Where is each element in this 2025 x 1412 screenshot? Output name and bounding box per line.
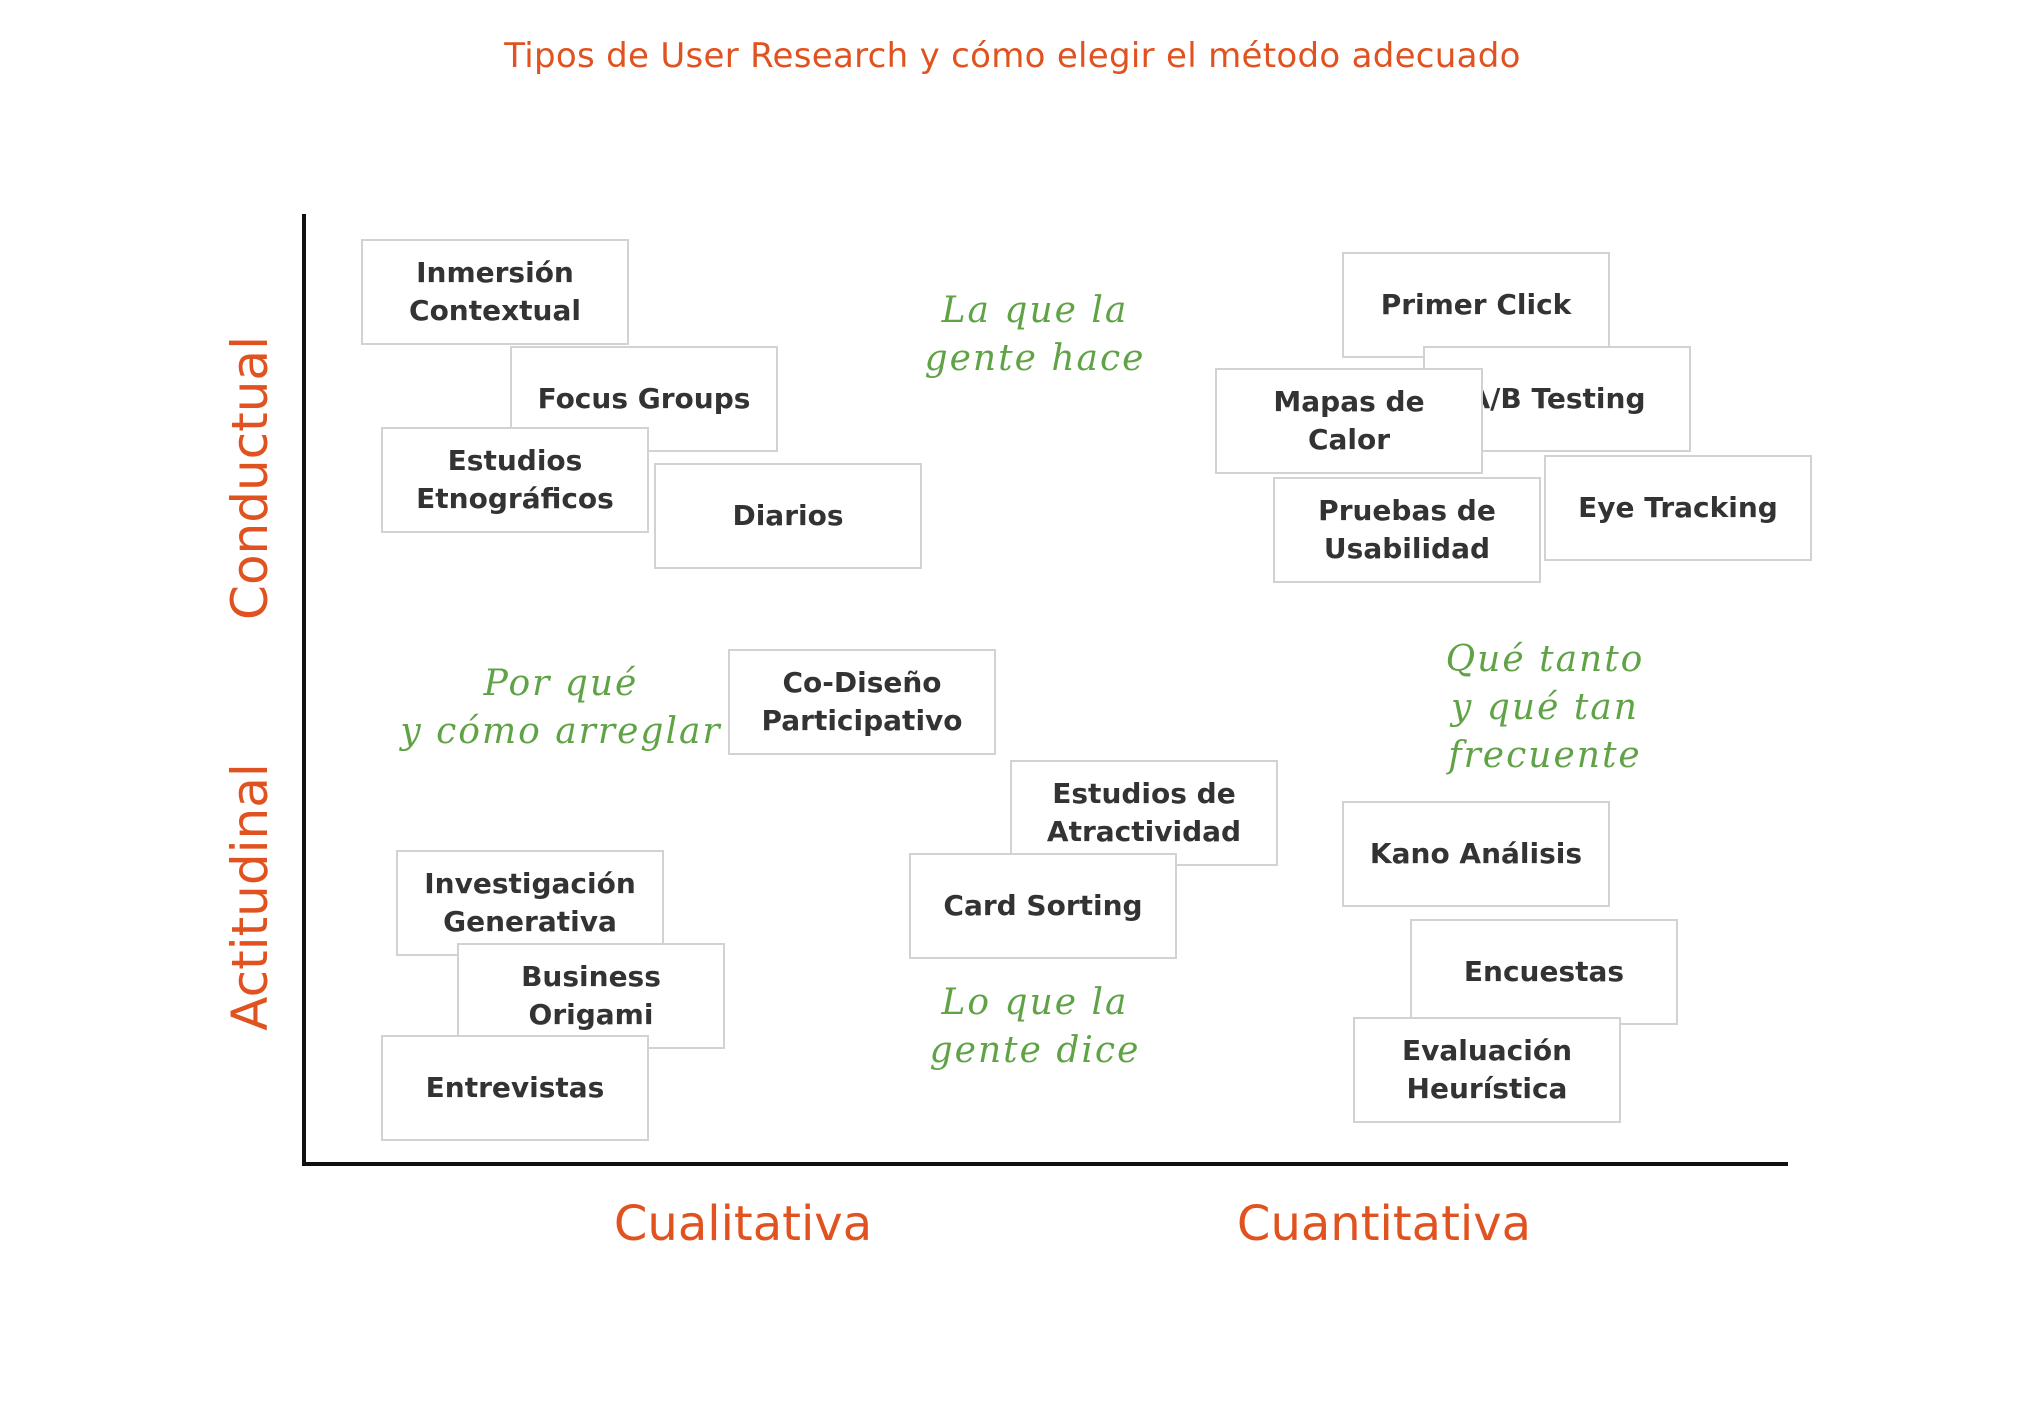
quadrant-note-la-que-la-gente-hace: La que la gente hace bbox=[924, 290, 1146, 379]
method-card-estudios-de-atractividad: Estudios de Atractividad bbox=[1010, 760, 1278, 866]
diagram-title: Tipos de User Research y cómo elegir el … bbox=[504, 36, 1521, 76]
x-axis-label-cuantitativa: Cuantitativa bbox=[1236, 1196, 1532, 1252]
method-card-kano-analisis: Kano Análisis bbox=[1342, 801, 1610, 907]
method-card-entrevistas: Entrevistas bbox=[381, 1035, 649, 1141]
method-card-business-origami: Business Origami bbox=[457, 943, 725, 1049]
method-card-estudios-etnograficos: Estudios Etnográficos bbox=[381, 427, 649, 533]
method-card-evaluacion-heuristica: Evaluación Heurística bbox=[1353, 1017, 1621, 1123]
method-card-pruebas-de-usabilidad: Pruebas de Usabilidad bbox=[1273, 477, 1541, 583]
quadrant-note-que-tanto-y-que-tan-frecuente: Qué tanto y qué tan frecuente bbox=[1445, 639, 1645, 776]
x-axis-line bbox=[302, 1162, 1788, 1166]
method-card-co-diseno-participativo: Co-Diseño Participativo bbox=[728, 649, 996, 755]
quadrant-note-por-que-y-como-arreglar: Por qué y cómo arreglar bbox=[400, 663, 722, 752]
y-axis-label-conductual: Conductual bbox=[221, 336, 279, 620]
y-axis-line bbox=[302, 214, 306, 1166]
method-card-diarios: Diarios bbox=[654, 463, 922, 569]
method-card-encuestas: Encuestas bbox=[1410, 919, 1678, 1025]
y-axis-label-actitudinal: Actitudinal bbox=[221, 763, 279, 1031]
method-card-mapas-de-calor: Mapas de Calor bbox=[1215, 368, 1483, 474]
method-card-primer-click: Primer Click bbox=[1342, 252, 1610, 358]
method-card-card-sorting: Card Sorting bbox=[909, 853, 1177, 959]
method-card-inmersion-contextual: Inmersión Contextual bbox=[361, 239, 629, 345]
quadrant-note-lo-que-la-gente-dice: Lo que la gente dice bbox=[929, 982, 1141, 1071]
method-card-eye-tracking: Eye Tracking bbox=[1544, 455, 1812, 561]
method-card-investigacion-generativa: Investigación Generativa bbox=[396, 850, 664, 956]
x-axis-label-cualitativa: Cualitativa bbox=[613, 1196, 873, 1252]
